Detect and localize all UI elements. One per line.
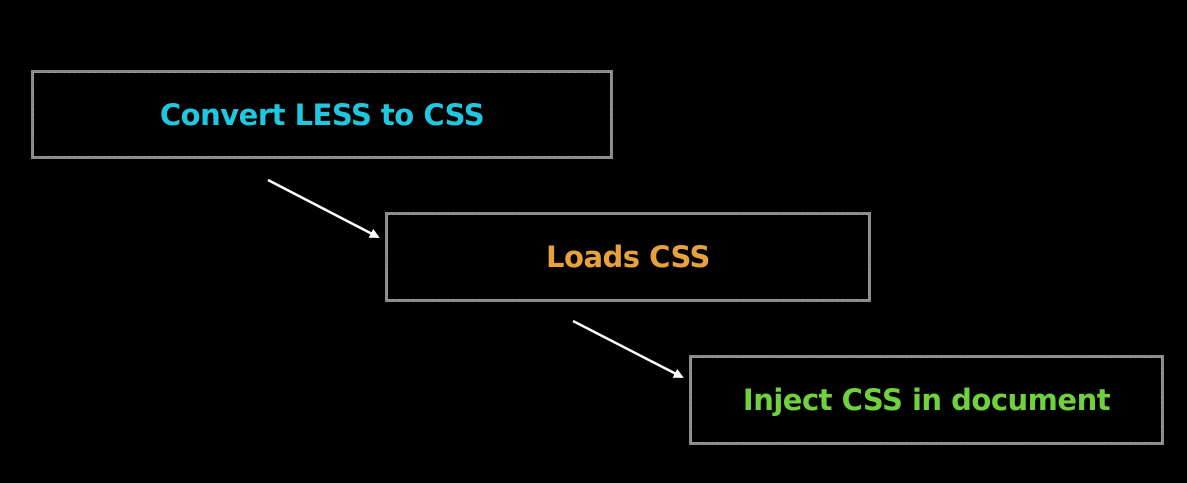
- step-label-loads-css: Loads CSS: [546, 240, 710, 274]
- step-box-inject-css: Inject CSS in document: [689, 355, 1164, 445]
- step-box-loads-css: Loads CSS: [385, 212, 871, 302]
- step-label-convert-less: Convert LESS to CSS: [159, 97, 485, 132]
- step-box-convert-less: Convert LESS to CSS: [31, 70, 613, 159]
- arrow-step1-to-step2: [267, 178, 380, 239]
- step-label-inject-css: Inject CSS in document: [742, 383, 1111, 417]
- arrow-step2-to-step3: [572, 319, 684, 379]
